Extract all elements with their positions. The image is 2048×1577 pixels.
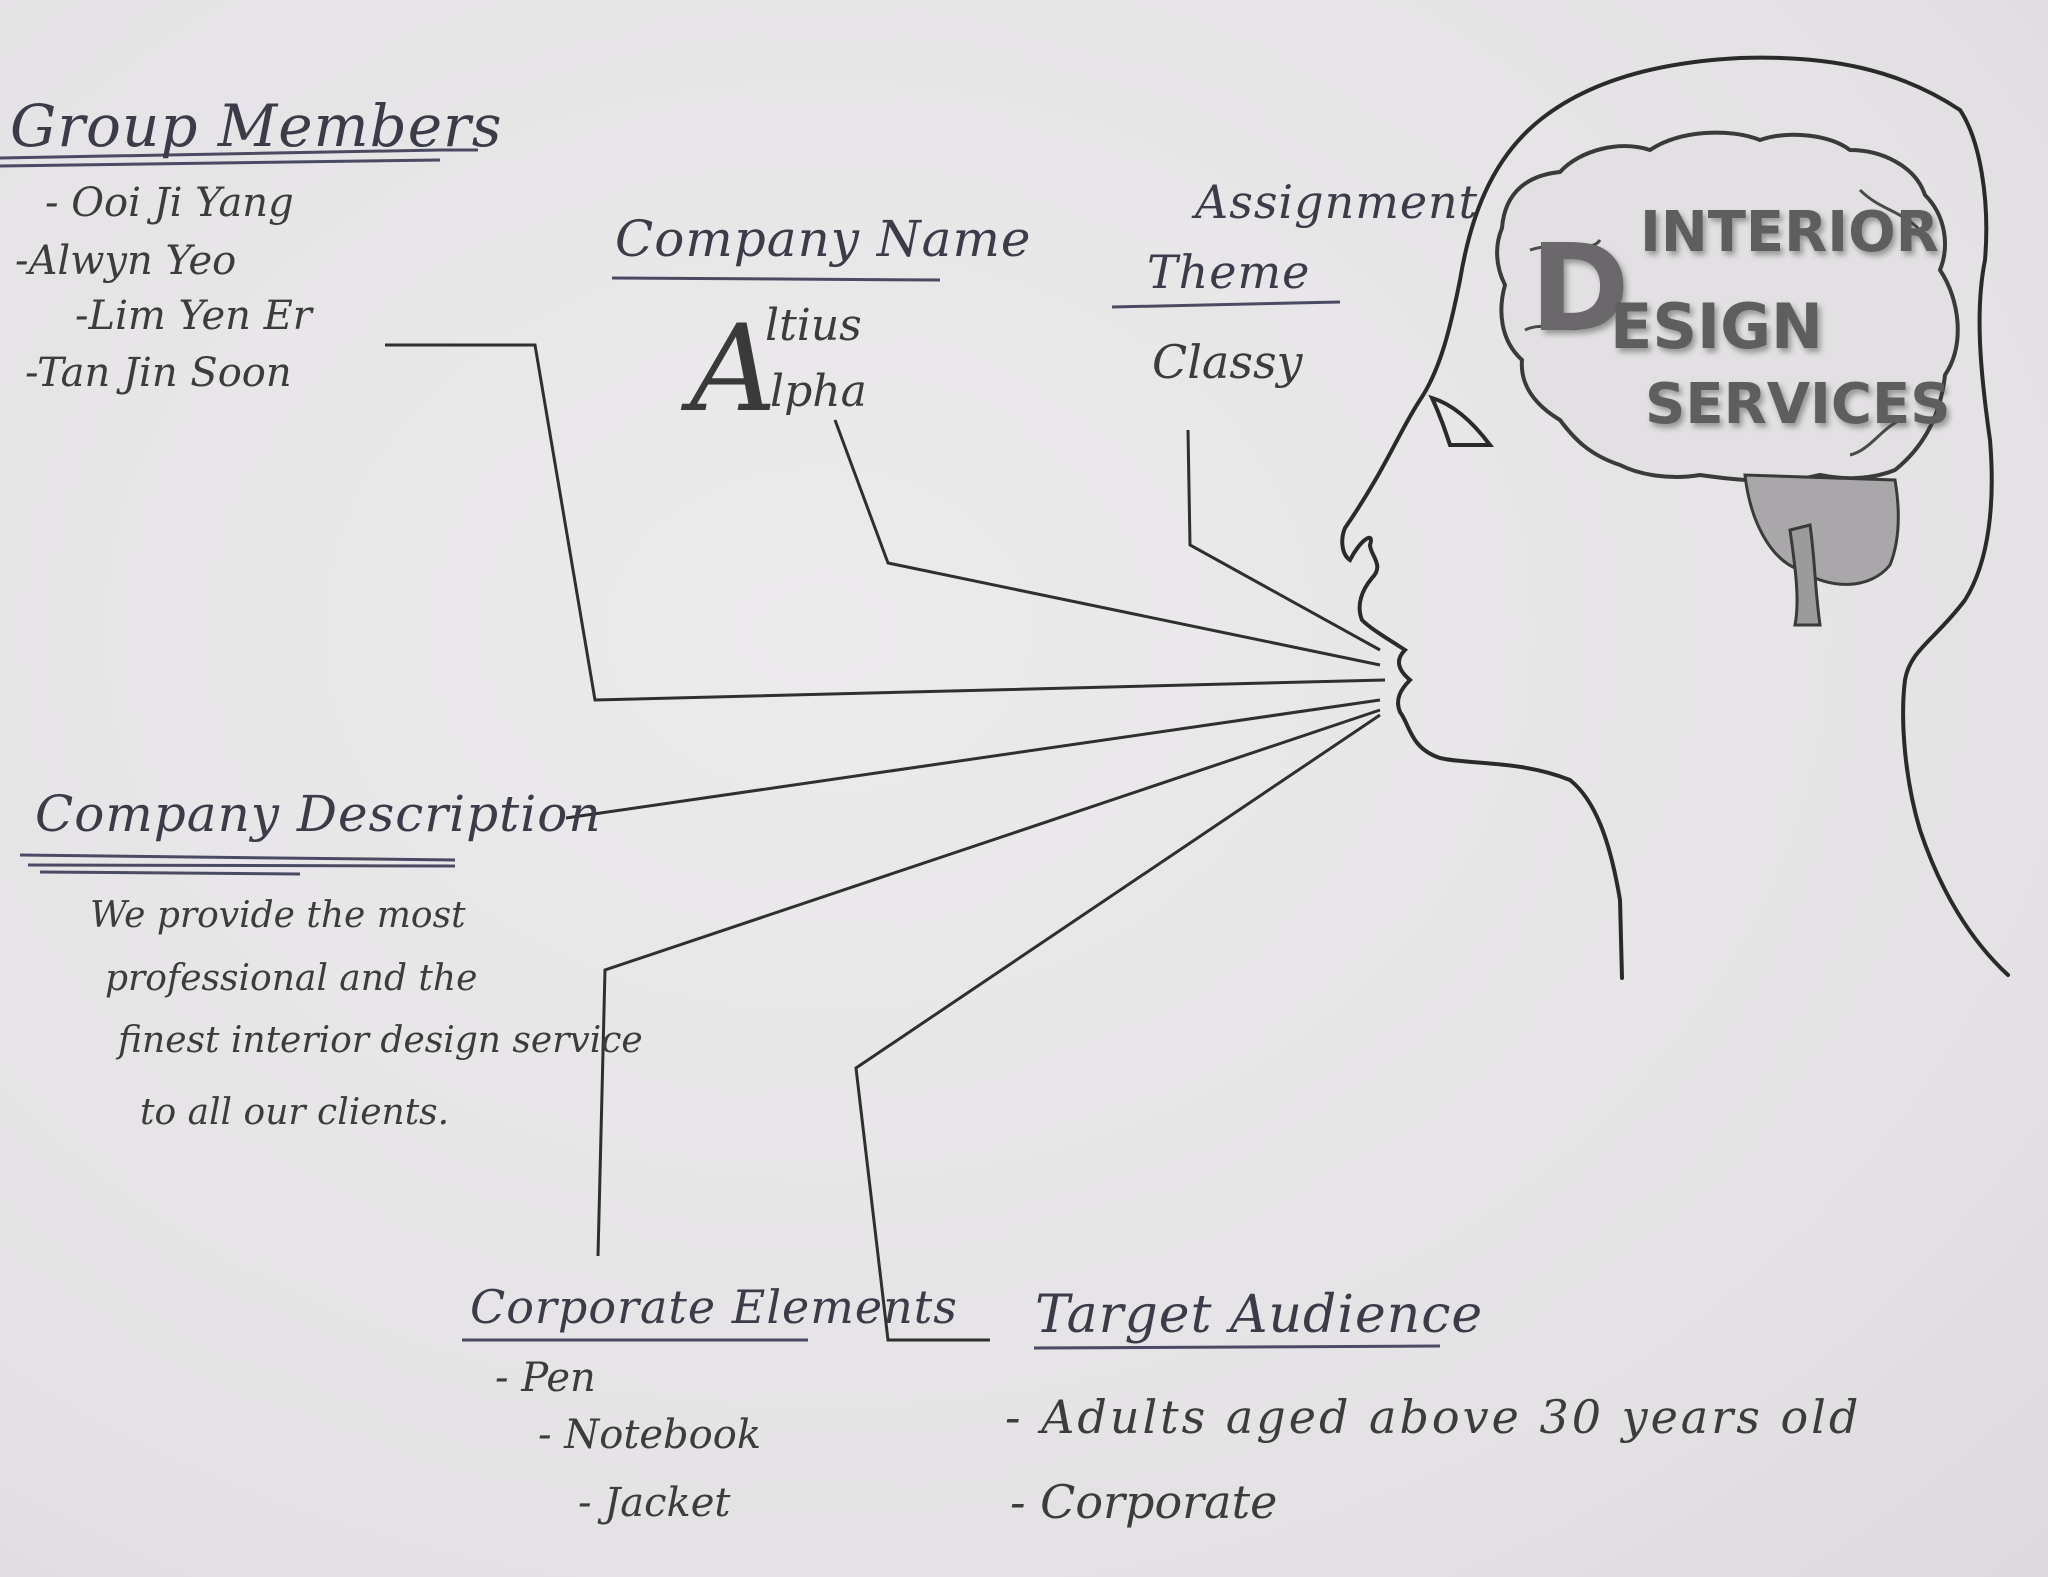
company-description-heading: Company Description <box>35 785 602 843</box>
target-audience-underline <box>1033 1344 1441 1350</box>
company-description-underline-2 <box>27 863 456 868</box>
group-member-item: -Alwyn Yeo <box>15 238 237 284</box>
company-name-line1: ltius <box>765 300 862 351</box>
brain-word-interior: INTERIOR <box>1640 200 1939 265</box>
connector-company-name <box>833 419 1381 667</box>
company-name-line2: lpha <box>770 366 867 417</box>
brain-icon <box>1495 130 1960 627</box>
connector-assignment-theme <box>1186 429 1381 652</box>
corporate-element-item: - Jacket <box>578 1480 731 1526</box>
connector-company-description <box>565 698 1381 820</box>
brain-word-esign: ESIGN <box>1610 290 1823 363</box>
target-audience-item: - Corporate <box>1010 1475 1278 1529</box>
group-members-underline <box>0 148 478 160</box>
brain-initial-d: D <box>1530 220 1630 359</box>
head-profile-outline <box>1340 55 2010 980</box>
company-description-underline <box>19 853 456 862</box>
assignment-theme-value: Classy <box>1152 335 1303 389</box>
group-member-item: -Tan Jin Soon <box>25 350 292 396</box>
corporate-elements-heading: Corporate Elements <box>470 1280 958 1334</box>
company-description-underline-3 <box>39 870 301 876</box>
company-description-line: We provide the most <box>90 895 466 936</box>
company-description-line: finest interior design service <box>118 1020 643 1061</box>
company-description-line: professional and the <box>105 958 478 999</box>
connector-corporate-elements <box>596 708 1381 1257</box>
company-name-heading: Company Name <box>615 210 1032 268</box>
assignment-theme-heading-line1: Assignment <box>1195 175 1479 229</box>
assignment-theme-underline <box>1111 300 1341 309</box>
target-audience-heading: Target Audience <box>1035 1285 1484 1345</box>
group-member-item: -Lim Yen Er <box>75 293 312 339</box>
target-audience-item: - Adults aged above 30 years old <box>1005 1390 1862 1444</box>
group-members-heading: Group Members <box>10 92 503 160</box>
corporate-element-item: - Pen <box>495 1355 596 1401</box>
brain-word-services: SERVICES <box>1645 372 1951 437</box>
group-members-underline-2 <box>0 158 441 168</box>
group-member-item: - Ooi Ji Yang <box>45 180 294 226</box>
company-name-underline <box>611 276 941 282</box>
connector-target-audience <box>854 713 1381 1342</box>
company-description-line: to all our clients. <box>140 1092 450 1133</box>
eye-icon <box>1428 394 1495 447</box>
company-name-initial: A <box>690 300 777 439</box>
assignment-theme-heading-line2: Theme <box>1147 245 1311 299</box>
corporate-element-item: - Notebook <box>538 1412 762 1458</box>
connector-group-members <box>385 343 1386 702</box>
